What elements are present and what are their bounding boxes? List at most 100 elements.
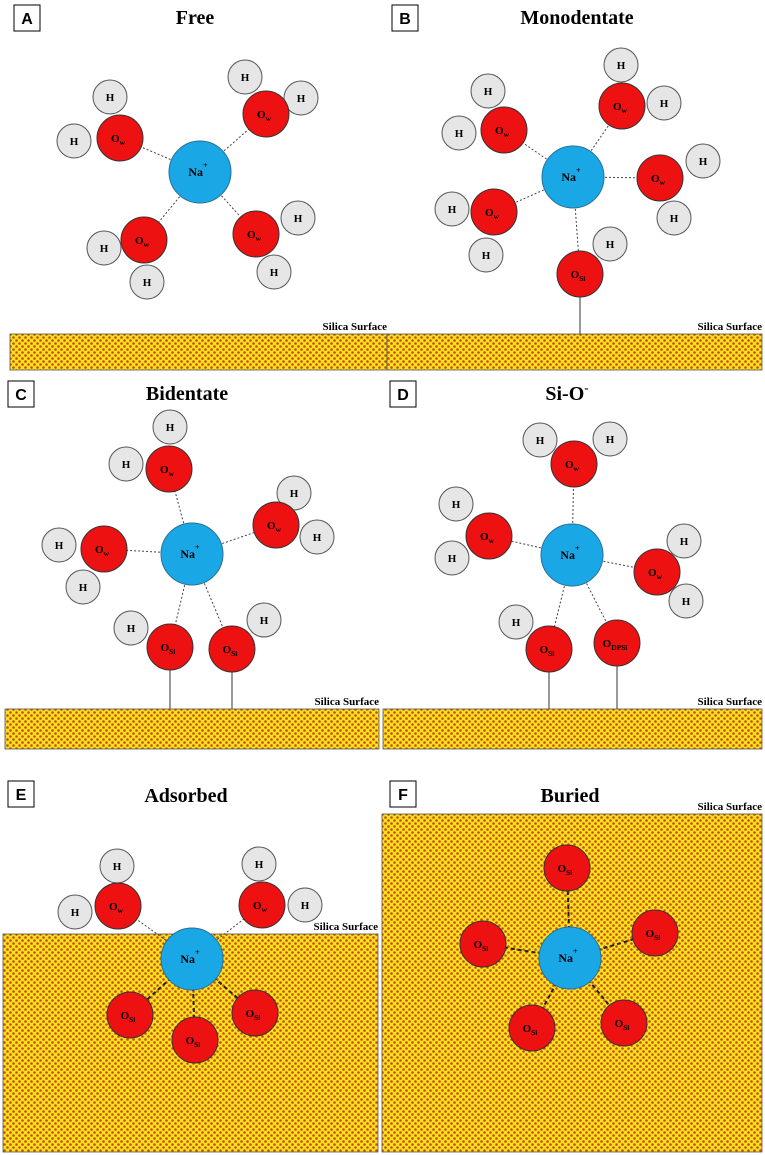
atom-label: Na+ xyxy=(560,544,580,562)
atom-label: Ow xyxy=(111,133,126,147)
silanol-oxygen-atom: OSi xyxy=(631,909,679,957)
panel-letter: E xyxy=(16,787,27,804)
hydrogen-atom: H xyxy=(152,409,188,445)
atom-label: OSi xyxy=(571,269,586,283)
atom-label: H xyxy=(670,213,679,225)
sodium-ion: Na+ xyxy=(160,522,224,586)
hydrogen-atom: H xyxy=(685,143,721,179)
atom-label: Ow xyxy=(160,464,175,478)
atom-label: OSi xyxy=(246,1008,261,1022)
water-oxygen-atom: Ow xyxy=(80,525,128,573)
atom-label: Ow xyxy=(613,101,628,115)
atom-label: H xyxy=(680,536,689,548)
surface-label: Silica Surface xyxy=(323,321,388,333)
atom-label: H xyxy=(484,86,493,98)
atoms: HHHHHHHHOwOwOwOwNa+HHHHHHHHHOwOwOwOwOSiN… xyxy=(41,47,721,1064)
atom-label: Ow xyxy=(485,207,500,221)
atom-label: Ow xyxy=(267,520,282,534)
atom-label: H xyxy=(660,98,669,110)
hydrogen-atom: H xyxy=(592,421,628,457)
sodium-ion: Na+ xyxy=(538,926,602,990)
water-oxygen-atom: Ow xyxy=(470,188,518,236)
atom-label: H xyxy=(294,213,303,225)
panel-title: Free xyxy=(176,7,215,29)
atom-label: ODPSi xyxy=(603,638,628,652)
surface-label: Silica Surface xyxy=(315,696,380,708)
atom-label: Ow xyxy=(135,235,150,249)
hydrogen-atom: H xyxy=(468,237,504,273)
atom-label: H xyxy=(241,72,250,84)
hydrogen-atom: H xyxy=(287,887,323,923)
atom-label: H xyxy=(482,250,491,262)
panel-title: Adsorbed xyxy=(144,785,227,807)
hydrogen-atom: H xyxy=(86,230,122,266)
hydrogen-atom: H xyxy=(438,486,474,522)
na-o-bond xyxy=(571,463,575,556)
water-oxygen-atom: Ow xyxy=(238,881,286,929)
panel-title: Si-O- xyxy=(545,380,588,405)
atom-label: Ow xyxy=(495,125,510,139)
atom-label: H xyxy=(699,156,708,168)
atom-label: H xyxy=(448,204,457,216)
hydrogen-atom: H xyxy=(113,610,149,646)
atom-label: H xyxy=(313,532,322,544)
atom-label: OSi xyxy=(186,1035,201,1049)
atom-label: Na+ xyxy=(558,947,578,965)
atom-label: Ow xyxy=(109,901,124,915)
hydrogen-atom: H xyxy=(656,200,692,236)
atom-label: H xyxy=(55,540,64,552)
atom-label: H xyxy=(617,60,626,72)
atom-label: Ow xyxy=(257,109,272,123)
hydrogen-atom: H xyxy=(241,846,277,882)
hydrogen-atom: H xyxy=(280,200,316,236)
surface-A xyxy=(9,333,388,371)
panel-letter-box xyxy=(7,380,35,408)
atom-label: H xyxy=(71,907,80,919)
atom-label: H xyxy=(455,128,464,140)
water-oxygen-atom: Ow xyxy=(598,82,646,130)
panel-letter: A xyxy=(21,11,33,28)
atom-label: H xyxy=(270,267,279,279)
atom-label: Ow xyxy=(253,900,268,914)
hydrogen-atom: H xyxy=(299,519,335,555)
panel-title: Buried xyxy=(541,785,600,807)
atom-label: OSi xyxy=(121,1010,136,1024)
na-o-bond xyxy=(117,905,193,960)
hydrogen-atom: H xyxy=(603,47,639,83)
panel-letter-box xyxy=(389,380,417,408)
panel-title: Monodentate xyxy=(520,7,633,29)
hydrogen-atom: H xyxy=(668,583,704,619)
surface-B xyxy=(386,333,763,371)
deprotonated-silanol-oxygen-atom: ODPSi xyxy=(593,619,641,667)
hydrogen-atom: H xyxy=(441,115,477,151)
hydrogen-atom: H xyxy=(41,527,77,563)
sodium-ion: Na+ xyxy=(540,523,604,587)
surface-label: Silica Surface xyxy=(698,696,763,708)
sodium-ion: Na+ xyxy=(160,927,224,991)
surface-C xyxy=(4,708,380,750)
atom-label: OSi xyxy=(523,1023,538,1037)
sodium-ion: Na+ xyxy=(541,145,605,209)
atom-label: H xyxy=(143,277,152,289)
na-o-bond xyxy=(191,524,277,555)
water-oxygen-atom: Ow xyxy=(145,445,193,493)
atom-label: OSi xyxy=(558,863,573,877)
atom-label: H xyxy=(301,900,310,912)
panel-letter-box xyxy=(13,4,41,32)
water-oxygen-atom: Ow xyxy=(465,512,513,560)
silanol-oxygen-atom: OSi xyxy=(171,1016,219,1064)
silanol-oxygen-atom: OSi xyxy=(600,999,648,1047)
water-oxygen-atom: Ow xyxy=(550,440,598,488)
silanol-oxygen-atom: OSi xyxy=(146,623,194,671)
hydrogen-atom: H xyxy=(592,226,628,262)
panel-letter: F xyxy=(398,787,408,804)
water-oxygen-atom: Ow xyxy=(94,882,142,930)
surface-D xyxy=(382,708,763,750)
atom-label: Ow xyxy=(480,531,495,545)
hydrogen-atom: H xyxy=(256,254,292,290)
